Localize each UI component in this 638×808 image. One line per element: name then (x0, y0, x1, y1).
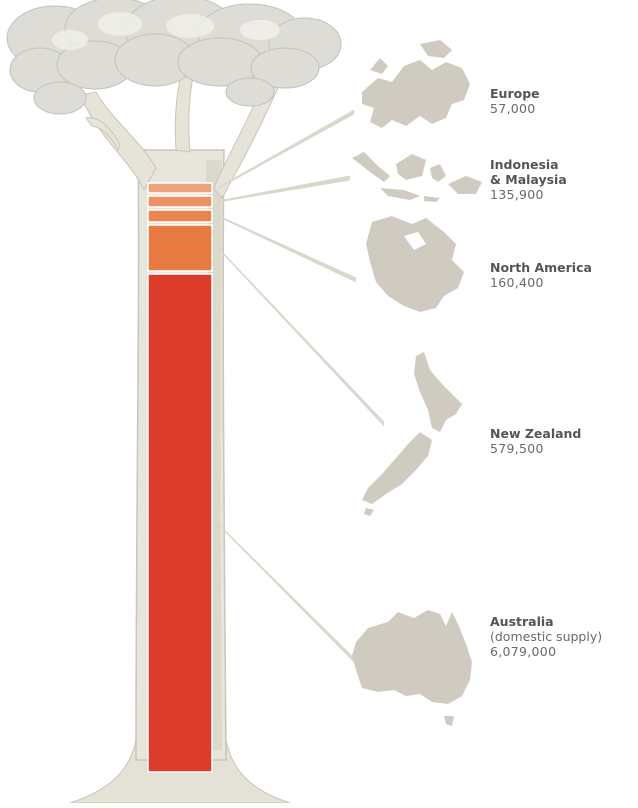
connector-new-zealand (218, 247, 384, 427)
label-north-america-value: 160,400 (490, 275, 544, 290)
new-zealand-map-icon (362, 352, 462, 516)
bar-segment-new-zealand (147, 224, 213, 272)
label-north-america-name: North America (490, 260, 592, 275)
connector-australia (218, 523, 356, 665)
label-australia: Australia (domestic supply) 6,079,000 (490, 614, 602, 659)
bar-segment-indonesia-malaysia (147, 195, 213, 208)
bar-segment-australia (147, 273, 213, 773)
label-indonesia-malaysia: Indonesia & Malaysia 135,900 (490, 157, 567, 202)
europe-map-icon (362, 40, 470, 128)
connector-indonesia-malaysia (218, 175, 350, 203)
label-europe-value: 57,000 (490, 101, 536, 116)
bar-segment-europe (147, 182, 213, 194)
label-australia-name: Australia (490, 614, 554, 629)
label-australia-note: (domestic supply) (490, 629, 603, 644)
label-europe: Europe 57,000 (490, 86, 540, 116)
connector-north-america (218, 215, 356, 283)
label-europe-name: Europe (490, 86, 540, 101)
indonesia-malaysia-map-icon (352, 152, 482, 202)
label-north-america: North America 160,400 (490, 260, 592, 290)
label-australia-value: 6,079,000 (490, 644, 557, 659)
connector-europe (218, 109, 354, 189)
tree-branch-left-small (85, 116, 121, 152)
north-america-map-icon (366, 216, 464, 312)
stacked-bar (147, 182, 213, 773)
connector-lines (218, 109, 384, 665)
label-new-zealand: New Zealand 579,500 (490, 426, 581, 456)
label-indonesia-value: 135,900 (490, 187, 544, 202)
label-indonesia-name-line2: & Malaysia (490, 172, 567, 187)
australia-map-icon (352, 610, 472, 726)
tree-foliage (6, 0, 342, 115)
region-maps (352, 40, 482, 726)
label-new-zealand-name: New Zealand (490, 426, 582, 441)
label-indonesia-name-line1: Indonesia (490, 157, 559, 172)
label-new-zealand-value: 579,500 (490, 441, 544, 456)
bar-segment-north-america (147, 209, 213, 223)
tree-branch-middle (174, 69, 195, 153)
